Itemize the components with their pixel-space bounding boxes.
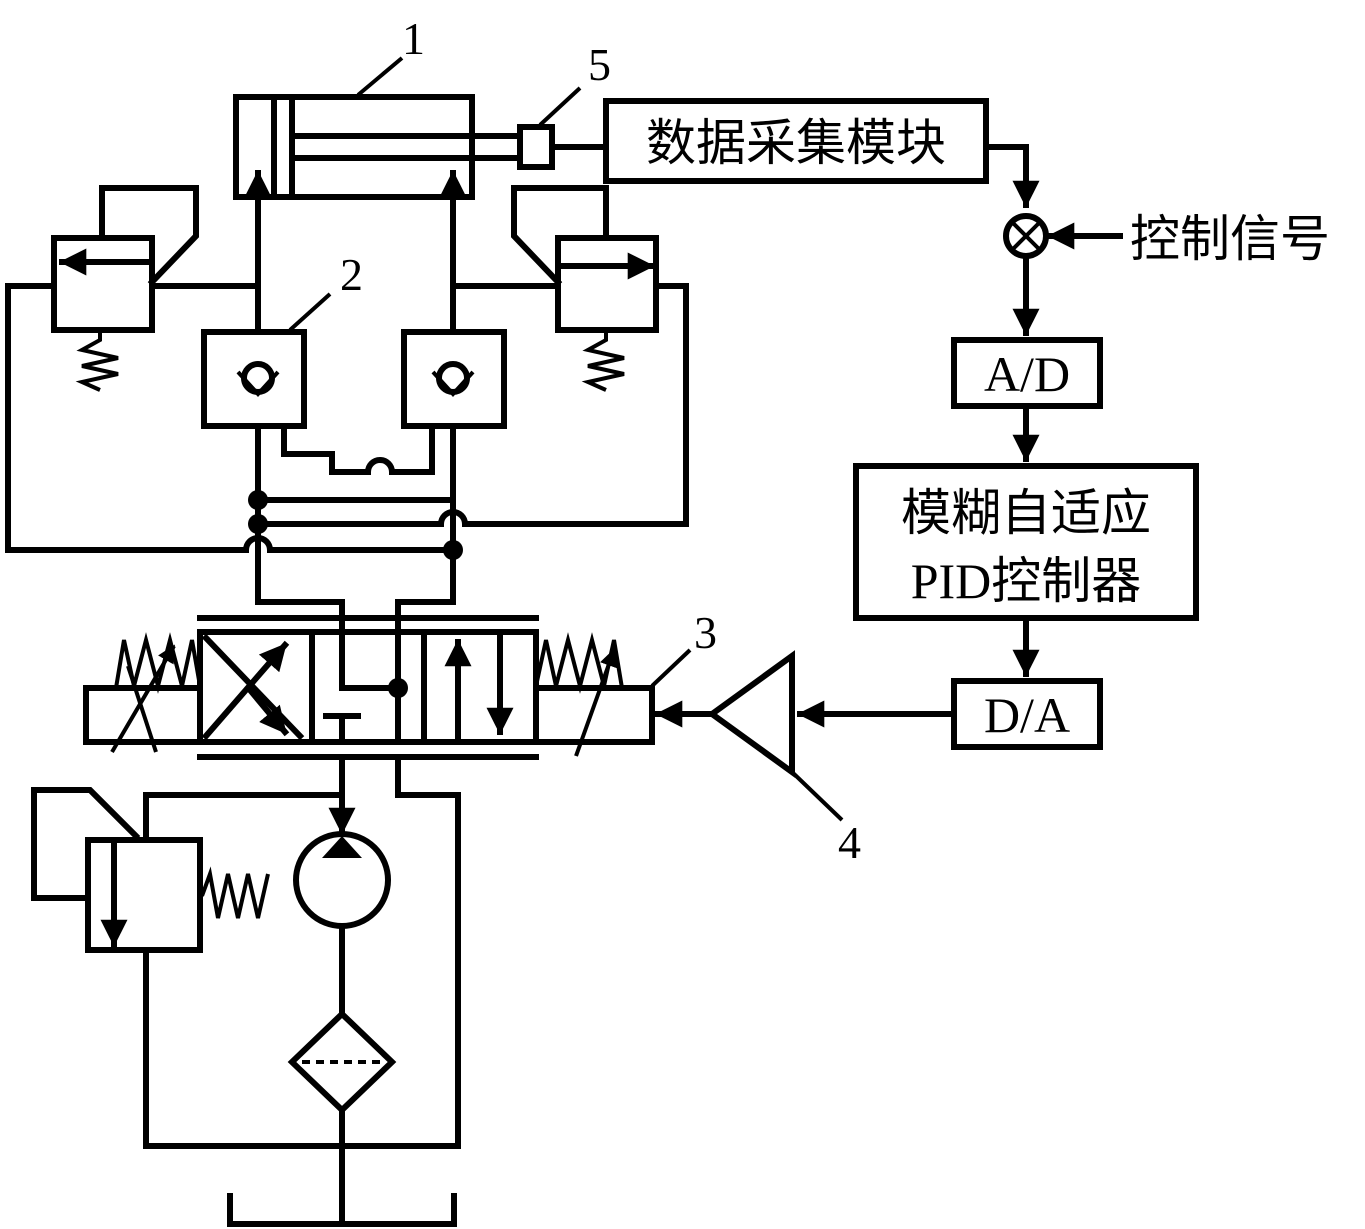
relief-valve-supply: [31, 787, 345, 1149]
servo-valve: [83, 615, 655, 760]
controller-label-line2: PID控制器: [911, 553, 1142, 609]
check-valve-right: [401, 329, 507, 429]
relief-valve-right: [255, 185, 689, 528]
data-acquisition-label: 数据采集模块: [646, 115, 946, 171]
leader-1: [356, 56, 404, 97]
relief-valve-left: [5, 185, 456, 554]
hydraulic-cylinder: [233, 94, 523, 200]
displacement-sensor: [517, 124, 555, 170]
leader-4: [790, 770, 844, 822]
label-2: 2: [340, 249, 363, 300]
label-5: 5: [588, 39, 611, 90]
ad-label: A/D: [984, 346, 1070, 402]
leader-5: [538, 86, 582, 127]
da-label: D/A: [984, 687, 1070, 743]
label-1: 1: [402, 13, 425, 64]
summing-junction: [1003, 213, 1049, 259]
label-4: 4: [838, 817, 861, 868]
oil-tank: [227, 1193, 457, 1227]
label-3: 3: [694, 607, 717, 658]
leader-3: [650, 648, 692, 688]
check-valve-left: [201, 329, 307, 429]
hydraulic-pump: [293, 831, 391, 929]
amplifier-triangle: [706, 650, 795, 778]
data-acquisition-block: [603, 98, 989, 184]
controller-label-line1: 模糊自适应: [901, 485, 1151, 541]
control-signal-label: 控制信号: [1130, 211, 1330, 267]
oil-filter: [287, 1009, 397, 1115]
leader-2: [288, 292, 332, 332]
